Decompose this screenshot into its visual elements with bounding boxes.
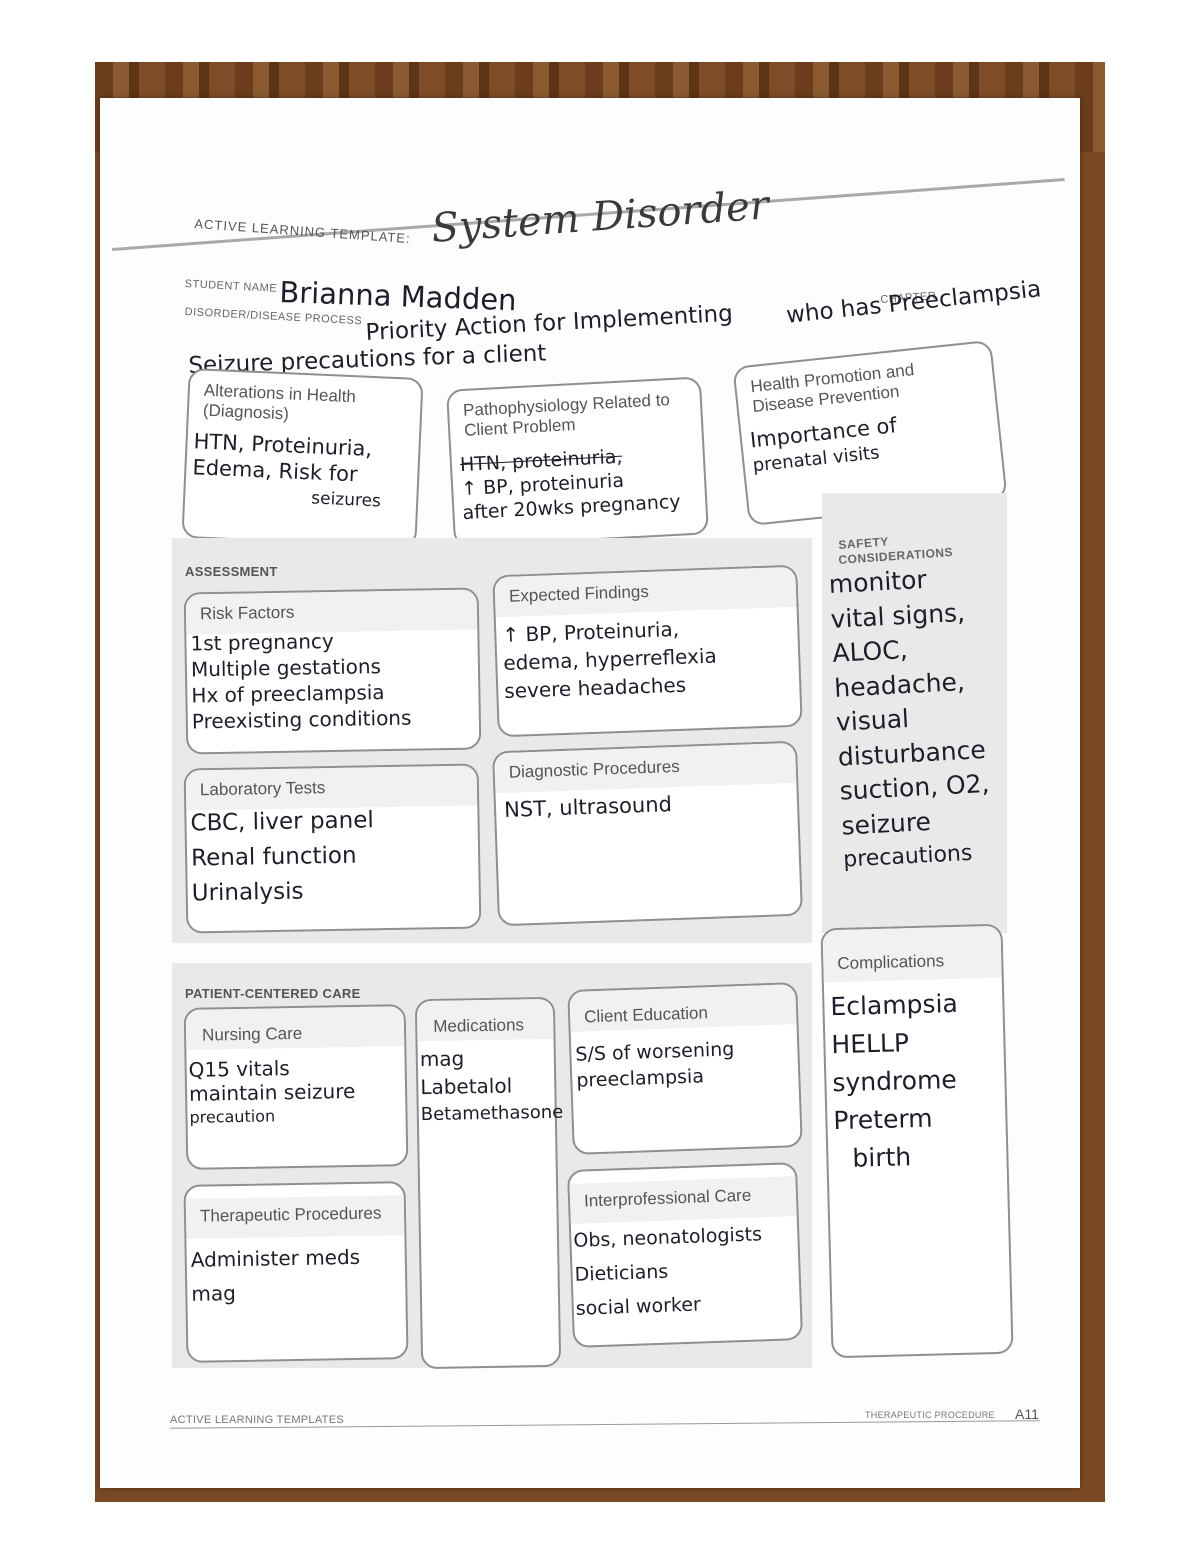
nursing-care-title: Nursing Care [201,1023,303,1045]
expected-findings-box: Expected Findings ↑ BP, Proteinuria, ede… [492,564,803,738]
nursing-line: precaution [189,1106,276,1127]
diagnostic-line: NST, ultrasound [503,792,673,822]
pathophysiology-box: Pathophysiology Related to Client Proble… [446,376,709,548]
interprofessional-care-text: Obs, neonatologists Dieticians social wo… [573,1216,802,1326]
nursing-care-text: Q15 vitals maintain seizure precaution [188,1054,408,1130]
worksheet-page: ACTIVE LEARNING TEMPLATE: System Disorde… [100,98,1080,1488]
alterations-text: HTN, Proteinuria, Edema, Risk for seizur… [191,428,419,516]
interprofessional-care-box: Interprofessional Care Obs, neonatologis… [566,1162,804,1348]
client-education-text: S/S of worsening preeclampsia [575,1034,802,1094]
interprof-line: social worker [575,1293,702,1320]
laboratory-tests-title: Laboratory Tests [199,778,326,800]
complications-line: Eclampsia [830,988,959,1022]
page-number: A11 [1015,1406,1039,1422]
risk-factors-title: Risk Factors [199,602,295,624]
therapeutic-procedures-box: Therapeutic Procedures Administer meds m… [183,1181,409,1363]
student-name-value: Brianna Madden [278,275,518,318]
complications-title: Complications [837,951,945,974]
lab-line: CBC, liver panel [190,807,374,837]
disorder-value-1b: who has Preeclampsia [785,276,1043,329]
complications-line: HELLP [831,1028,910,1060]
client-education-box: Client Education S/S of worsening preecl… [567,982,803,1155]
safety-text: monitor vital signs, ALOC, headache, vis… [828,559,1024,878]
therapeutic-line: Administer meds [190,1244,361,1272]
footer-right-label: THERAPEUTIC PROCEDURE [865,1410,995,1420]
laboratory-tests-box: Laboratory Tests CBC, liver panel Renal … [183,763,482,934]
therapeutic-line: mag [191,1281,237,1306]
complications-box: Complications Eclampsia HELLP syndrome P… [820,923,1014,1359]
complications-text: Eclampsia HELLP syndrome Preterm birth [830,984,1010,1179]
student-name-label: STUDENT NAME [184,278,278,295]
assessment-label: ASSESSMENT [185,564,278,579]
complications-line: birth [852,1142,912,1173]
alterations-box: Alterations in Health (Diagnosis) HTN, P… [181,367,424,549]
laboratory-tests-text: CBC, liver panel Renal function Urinalys… [190,801,481,911]
patient-care-label: PATIENT-CENTERED CARE [185,986,361,1001]
risk-line: Preexisting conditions [191,705,412,734]
diagnostic-procedures-text: NST, ultrasound [504,787,795,823]
nursing-care-box: Nursing Care Q15 vitals maintain seizure… [183,1004,409,1170]
medications-box: Medications mag Labetalol Betamethasone [414,996,563,1370]
alterations-title: Alterations in Health (Diagnosis) [202,380,357,424]
medications-title: Medications [433,1015,525,1036]
lab-line: Urinalysis [191,878,304,907]
footer-left: ACTIVE LEARNING TEMPLATES [170,1414,344,1426]
diagnostic-procedures-box: Diagnostic Procedures NST, ultrasound [492,740,803,927]
risk-factors-box: Risk Factors 1st pregnancy Multiple gest… [183,587,482,755]
therapeutic-procedures-text: Administer meds mag [190,1239,408,1311]
complications-line: Preterm [833,1103,933,1136]
risk-factors-text: 1st pregnancy Multiple gestations Hx of … [190,625,481,734]
safety-panel [822,493,1007,933]
pathophysiology-text: HTN, proteinuria, ↑ BP, proteinuria afte… [459,440,707,525]
therapeutic-procedures-title: Therapeutic Procedures [199,1203,382,1226]
complications-line: syndrome [832,1064,958,1098]
lab-line: Renal function [190,842,357,872]
expected-findings-text: ↑ BP, Proteinuria, edema, hyperreflexia … [502,611,800,705]
pathophysiology-title: Pathophysiology Related to Client Proble… [462,390,671,440]
page-title: System Disorder [430,182,771,252]
